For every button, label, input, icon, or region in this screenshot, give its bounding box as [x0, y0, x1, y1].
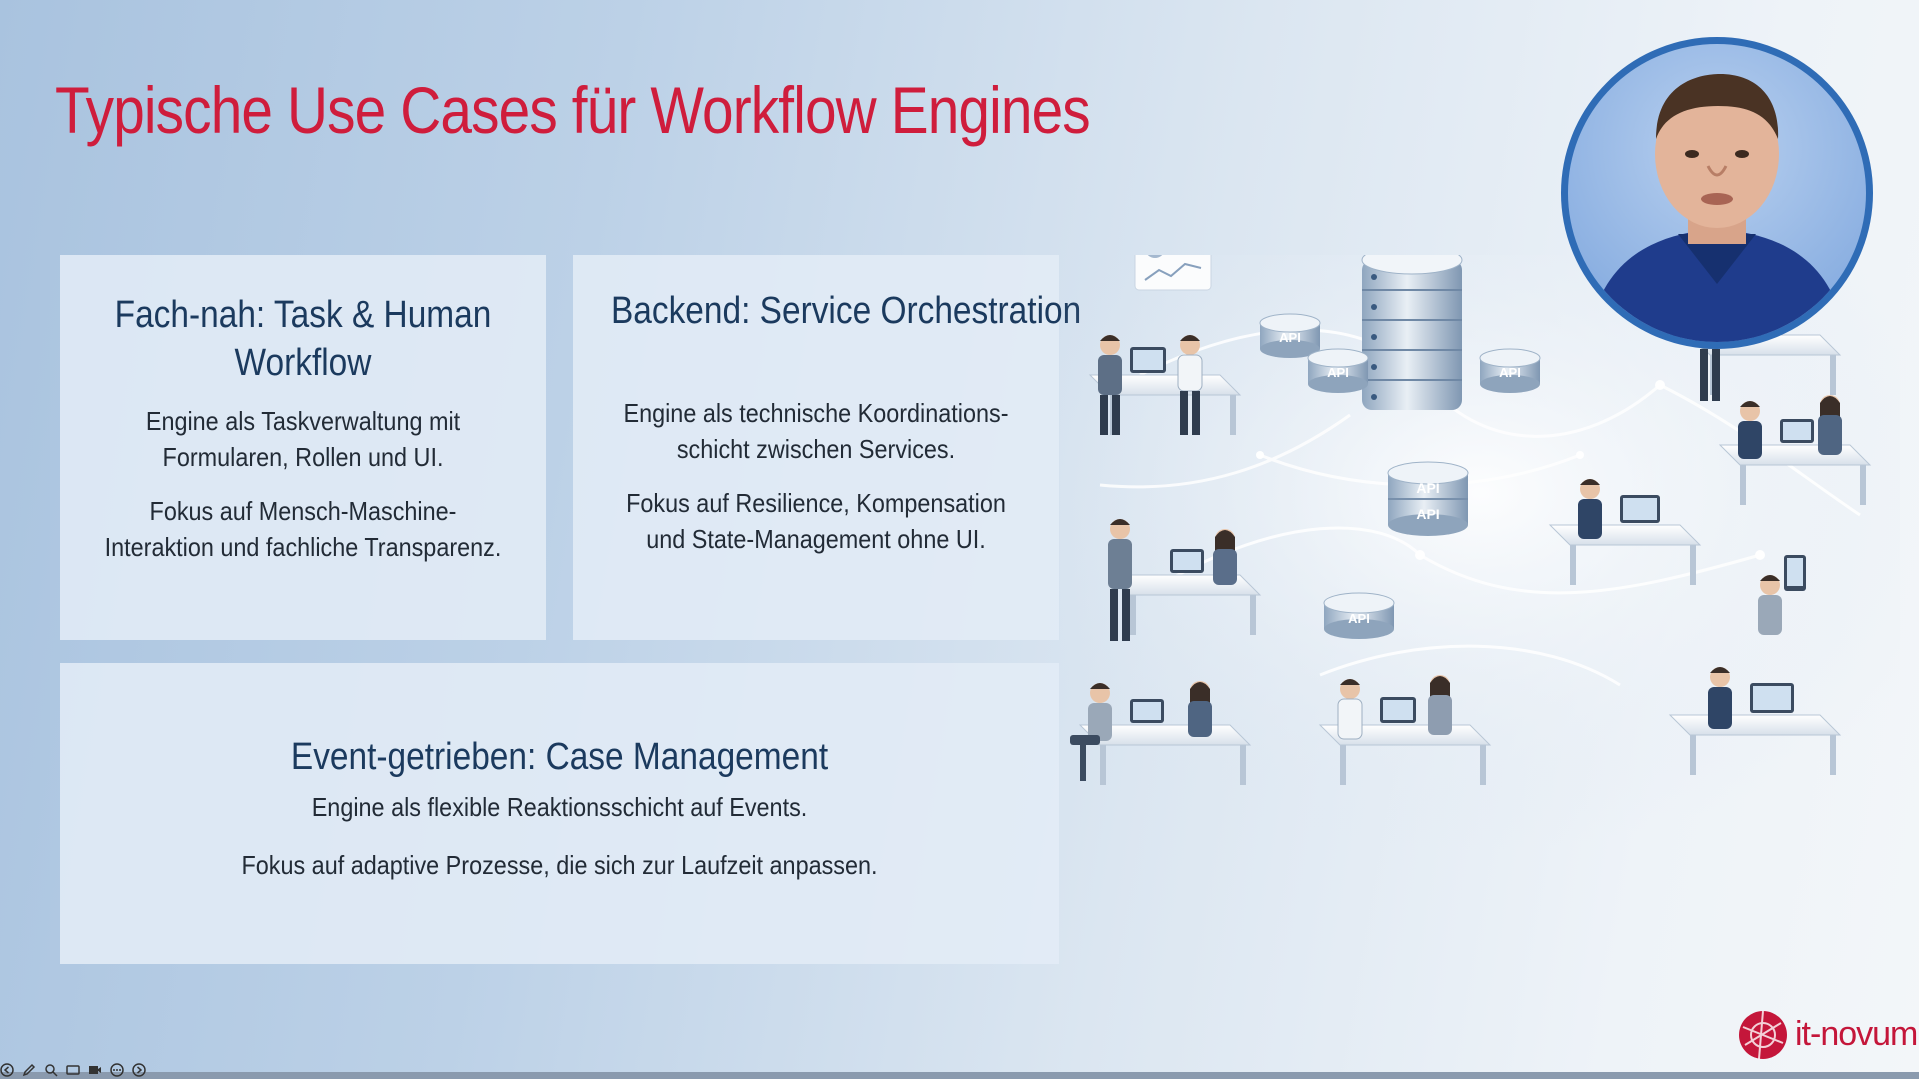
api-database-icon: API — [1479, 348, 1541, 393]
server-stack-icon — [1361, 255, 1463, 410]
office-desk-workers — [1088, 335, 1242, 435]
office-desk-workers — [1318, 675, 1492, 785]
svg-text:API: API — [1327, 365, 1349, 380]
card-title: Event-getrieben: Case Management — [290, 736, 829, 778]
svg-text:API: API — [1416, 506, 1439, 522]
card-description: Engine als Taskverwaltung mit Formularen… — [145, 406, 461, 472]
card-description: Engine als flexible Reaktionsschicht auf… — [311, 792, 808, 822]
svg-text:API: API — [1279, 330, 1301, 345]
logo-globe-icon — [1739, 1010, 1787, 1060]
office-network-illustration: API API API API API API — [1060, 255, 1900, 850]
api-database-icon: API — [1307, 348, 1369, 393]
card-title: Backend: Service Orchestration — [610, 290, 1082, 332]
svg-text:API: API — [1499, 365, 1521, 380]
pen-icon[interactable] — [22, 1063, 36, 1077]
use-case-card-case-management: Event-getrieben: Case Management Engine … — [60, 663, 1059, 964]
back-icon[interactable] — [0, 1063, 14, 1077]
use-case-card-task-human-workflow: Fach-nah: Task & Human Workflow Engine a… — [60, 255, 546, 640]
office-desk-workers — [1668, 667, 1842, 775]
presenter-avatar — [1588, 74, 1846, 342]
card-focus: Fokus auf Resilience, Kompensation und S… — [626, 488, 1006, 554]
card-focus: Fokus auf Mensch-Maschine-Interaktion un… — [104, 496, 502, 562]
use-case-card-service-orchestration: Backend: Service Orchestration Engine al… — [573, 255, 1082, 640]
office-desk-workers — [1070, 681, 1252, 785]
api-database-icon: API API — [1387, 461, 1469, 536]
office-desk-workers — [1108, 519, 1262, 641]
presentation-toolbar — [0, 1061, 146, 1079]
it-novum-logo: it-novum — [1735, 1005, 1918, 1065]
captions-icon[interactable] — [66, 1063, 80, 1077]
card-focus: Fokus auf adaptive Prozesse, die sich zu… — [241, 850, 878, 880]
logo-text: it-novum — [1795, 1015, 1918, 1053]
api-database-icon: API — [1259, 313, 1321, 358]
api-database-icon: API — [1323, 592, 1395, 639]
office-desk-workers — [1718, 395, 1872, 505]
card-title: Fach-nah: Task & Human Workflow — [114, 294, 492, 384]
card-description: Engine als technische Koordinations-schi… — [623, 398, 1009, 464]
svg-text:API: API — [1416, 480, 1439, 496]
svg-text:API: API — [1348, 611, 1370, 626]
office-desk-workers — [1548, 479, 1702, 585]
zoom-icon[interactable] — [44, 1063, 58, 1077]
forward-icon[interactable] — [132, 1063, 146, 1077]
dashboard-panel — [1134, 255, 1212, 291]
person-with-tablet — [1758, 555, 1806, 635]
presentation-progress-bar — [0, 1072, 1919, 1079]
video-icon[interactable] — [88, 1063, 102, 1077]
more-icon[interactable] — [110, 1063, 124, 1077]
presenter-webcam — [1561, 37, 1873, 349]
slide-title: Typische Use Cases für Workflow Engines — [55, 73, 1091, 147]
